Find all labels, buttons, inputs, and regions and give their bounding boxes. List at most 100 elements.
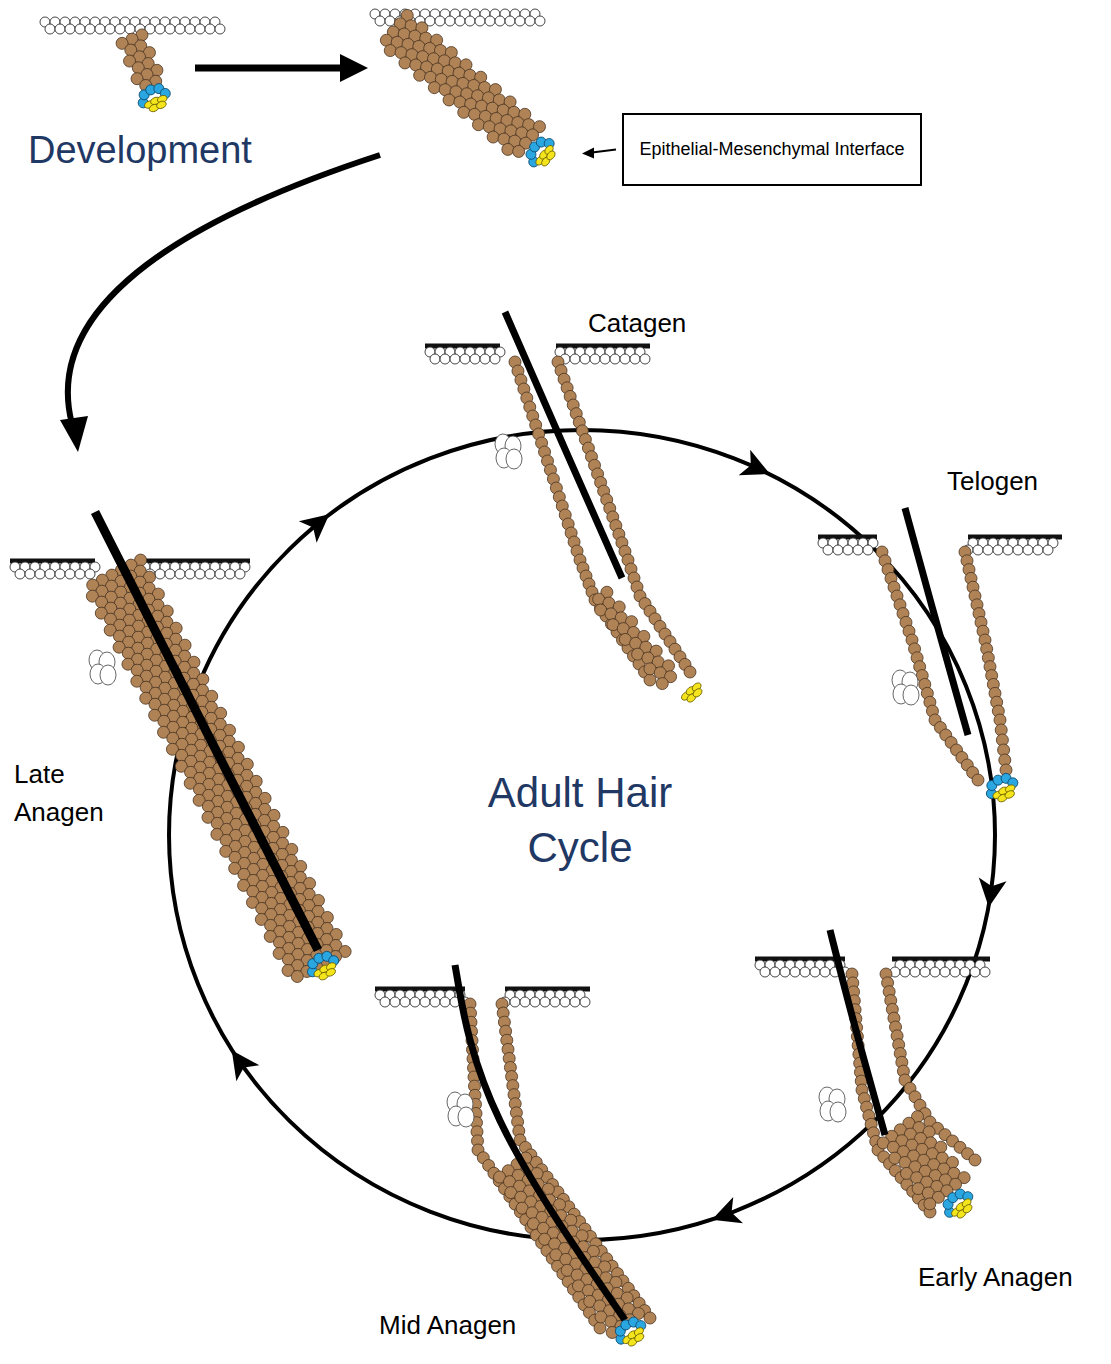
- skin-cell: [35, 569, 45, 579]
- gland-cell: [903, 685, 919, 705]
- dermal-papilla: [133, 79, 175, 117]
- hair-shaft: [830, 930, 885, 1135]
- dermal-papilla: [937, 1183, 980, 1225]
- skin-cell: [800, 967, 810, 977]
- skin-cell: [515, 16, 525, 26]
- skin-cell: [580, 354, 590, 364]
- skin-cell: [435, 16, 445, 26]
- skin-cell: [590, 354, 600, 364]
- skin-cell: [45, 569, 55, 579]
- skin-cell: [510, 997, 520, 1007]
- skin-cell: [465, 16, 475, 26]
- cycle-arrowhead: [712, 1197, 743, 1223]
- stage-label: Mid Anagen: [379, 1310, 516, 1341]
- papilla-cell: [1004, 789, 1016, 800]
- follicle-cell: [924, 1198, 936, 1210]
- skin-cell: [455, 16, 465, 26]
- skin-cell: [1013, 545, 1023, 555]
- skin-cell: [853, 545, 863, 555]
- skin-cell: [85, 569, 95, 579]
- follicle-cell: [644, 1312, 656, 1324]
- skin-cell: [480, 354, 490, 364]
- dermal-papilla: [302, 946, 344, 985]
- callout-box: Epithelial-Mesenchymal Interface: [622, 113, 922, 186]
- skin-cell: [760, 967, 770, 977]
- skin-cell: [15, 569, 25, 579]
- skin-cell: [470, 354, 480, 364]
- skin-cell: [420, 997, 430, 1007]
- section-title: Development: [28, 128, 252, 174]
- skin-cell: [993, 545, 1003, 555]
- follicle-cell: [502, 143, 514, 155]
- skin-cell: [530, 997, 540, 1007]
- skin-cell: [215, 569, 225, 579]
- skin-cell: [175, 569, 185, 579]
- skin-cell: [823, 545, 833, 555]
- skin-cell: [25, 569, 35, 579]
- skin-cell: [225, 569, 235, 579]
- leader-line: [592, 150, 616, 153]
- skin-cell: [375, 16, 385, 26]
- sebaceous-gland: [447, 1092, 474, 1127]
- skin-cell: [85, 24, 95, 34]
- sebaceous-gland: [892, 670, 919, 705]
- skin-cell: [490, 354, 500, 364]
- drawing: [10, 9, 1062, 1352]
- skin-cell: [610, 354, 620, 364]
- skin-cell: [410, 997, 420, 1007]
- follicle-cell: [684, 666, 696, 678]
- skin-cell: [195, 569, 205, 579]
- skin-cell: [1033, 545, 1043, 555]
- section-title: Adult Hair Cycle: [470, 766, 690, 875]
- follicle-cell: [443, 94, 455, 106]
- skin-cell: [960, 967, 970, 977]
- skin-cell: [105, 24, 115, 34]
- skin-cell: [215, 24, 225, 34]
- skin-cell: [430, 354, 440, 364]
- skin-cell: [55, 569, 65, 579]
- skin-cell: [970, 967, 980, 977]
- papilla-cell: [325, 967, 337, 978]
- skin-cell: [185, 24, 195, 34]
- papilla-cell: [633, 1332, 645, 1343]
- skin-cell: [205, 24, 215, 34]
- skin-cell: [450, 354, 460, 364]
- skin-cell: [55, 24, 65, 34]
- follicle-cell: [428, 82, 440, 94]
- skin-surface: [818, 535, 877, 540]
- skin-cell: [843, 545, 853, 555]
- hair-shaft: [905, 508, 968, 735]
- skin-cell: [630, 354, 640, 364]
- skin-cell: [1003, 545, 1013, 555]
- skin-cell: [400, 997, 410, 1007]
- skin-cell: [115, 24, 125, 34]
- stage-label: Early Anagen: [918, 1262, 1073, 1293]
- skin-cell: [385, 16, 395, 26]
- skin-cell: [620, 354, 630, 364]
- skin-cell: [155, 24, 165, 34]
- skin-cell: [205, 569, 215, 579]
- skin-cell: [175, 24, 185, 34]
- sebaceous-gland: [89, 650, 116, 685]
- follicle-cell: [291, 970, 303, 982]
- skin-cell: [390, 997, 400, 1007]
- skin-cell: [430, 997, 440, 1007]
- skin-cell: [505, 16, 515, 26]
- leader-arrowhead: [582, 148, 594, 159]
- cycle-arrowhead: [979, 877, 1007, 907]
- skin-cell: [580, 997, 590, 1007]
- gland-cell: [830, 1102, 846, 1122]
- skin-cell: [185, 569, 195, 579]
- follicle-cell: [513, 145, 525, 157]
- skin-cell: [833, 545, 843, 555]
- gland-cell: [506, 449, 522, 469]
- cycle-arrowhead: [739, 450, 770, 476]
- gland-cell: [100, 665, 116, 685]
- skin-cell: [863, 545, 873, 555]
- sebaceous-gland: [819, 1087, 846, 1122]
- hair-shaft: [505, 312, 622, 578]
- dermal-papilla: [520, 131, 562, 174]
- cycle-arrowhead: [299, 514, 330, 543]
- skin-cell: [550, 997, 560, 1007]
